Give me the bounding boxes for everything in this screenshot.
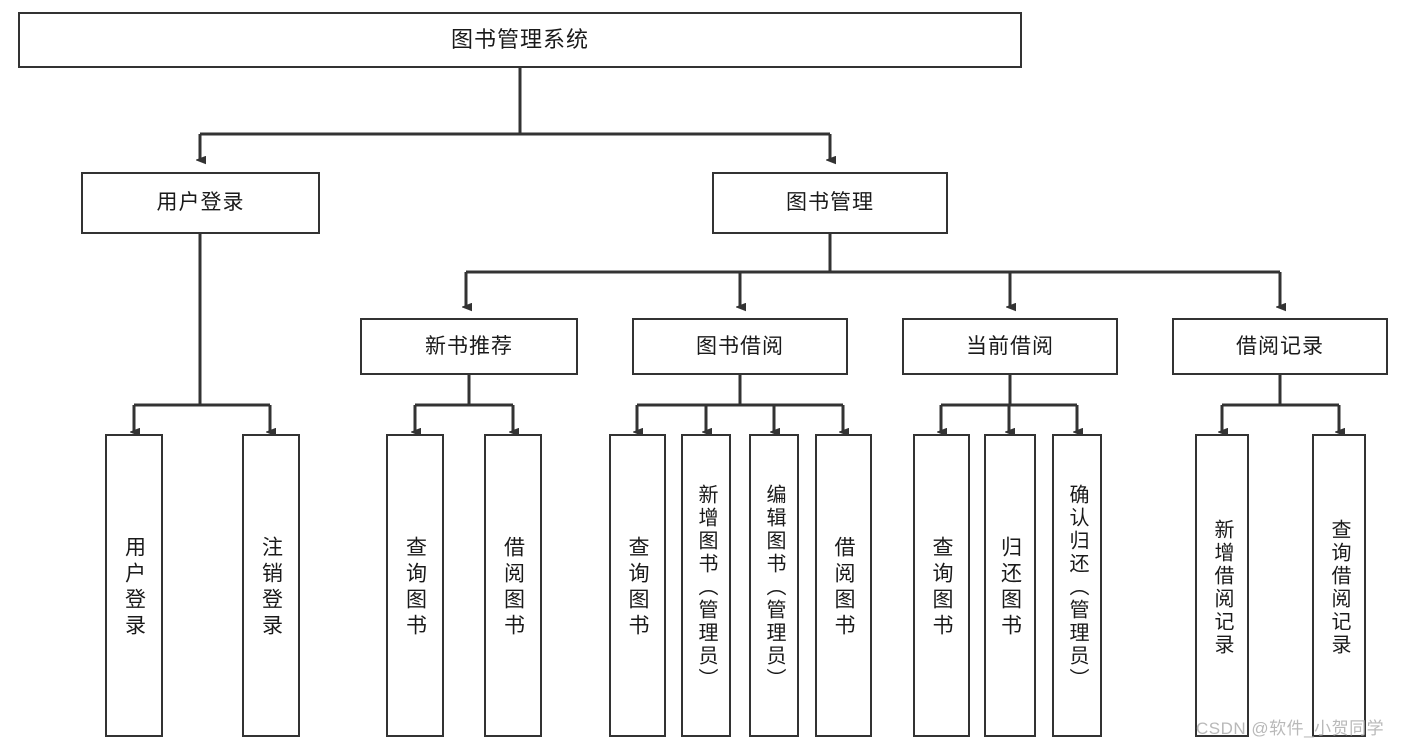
leaf-edit-book-label: 编辑图书（管理员） xyxy=(763,484,785,691)
node-user-login-label: 用户登录 xyxy=(156,191,245,215)
node-new-book-recommend[interactable]: 新书推荐 xyxy=(360,318,578,375)
node-book-manage[interactable]: 图书管理 xyxy=(712,172,948,234)
leaf-query-record-label: 查询借阅记录 xyxy=(1328,518,1350,657)
leaf-user-login-label: 用户登录 xyxy=(122,535,146,640)
leaf-confirm-return[interactable]: 确认归还（管理员） xyxy=(1052,434,1102,737)
node-borrow-record-label: 借阅记录 xyxy=(1236,334,1324,358)
node-book-manage-label: 图书管理 xyxy=(786,191,874,215)
leaf-borrow-book-2-label: 借阅图书 xyxy=(832,535,855,640)
leaf-query-book-3-label: 查询图书 xyxy=(930,535,953,640)
csdn-watermark: CSDN @软件_小贺同学 xyxy=(1196,719,1385,738)
leaf-query-book-3[interactable]: 查询图书 xyxy=(913,434,970,737)
node-new-book-recommend-label: 新书推荐 xyxy=(425,334,513,358)
node-user-login[interactable]: 用户登录 xyxy=(81,172,320,234)
leaf-edit-book[interactable]: 编辑图书（管理员） xyxy=(749,434,799,737)
leaf-query-book-1-label: 查询图书 xyxy=(403,535,427,640)
leaf-user-login[interactable]: 用户登录 xyxy=(105,434,163,737)
leaf-logout-login-label: 注销登录 xyxy=(259,535,283,640)
node-root-label: 图书管理系统 xyxy=(450,26,589,52)
leaf-confirm-return-label: 确认归还（管理员） xyxy=(1066,484,1088,691)
node-borrow-record[interactable]: 借阅记录 xyxy=(1172,318,1388,375)
leaf-query-record[interactable]: 查询借阅记录 xyxy=(1312,434,1366,737)
leaf-add-record[interactable]: 新增借阅记录 xyxy=(1195,434,1249,737)
node-current-borrow[interactable]: 当前借阅 xyxy=(902,318,1118,375)
leaf-query-book-1[interactable]: 查询图书 xyxy=(386,434,444,737)
leaf-borrow-book-1[interactable]: 借阅图书 xyxy=(484,434,542,737)
leaf-add-book[interactable]: 新增图书（管理员） xyxy=(681,434,731,737)
node-book-borrow[interactable]: 图书借阅 xyxy=(632,318,848,375)
leaf-query-book-2[interactable]: 查询图书 xyxy=(609,434,666,737)
leaf-borrow-book-2[interactable]: 借阅图书 xyxy=(815,434,872,737)
leaf-logout-login[interactable]: 注销登录 xyxy=(242,434,300,737)
leaf-add-book-label: 新增图书（管理员） xyxy=(695,484,717,691)
node-current-borrow-label: 当前借阅 xyxy=(966,334,1054,358)
leaf-return-book[interactable]: 归还图书 xyxy=(984,434,1036,737)
leaf-return-book-label: 归还图书 xyxy=(998,535,1022,640)
leaf-add-record-label: 新增借阅记录 xyxy=(1211,518,1233,657)
node-root[interactable]: 图书管理系统 xyxy=(18,12,1022,68)
leaf-borrow-book-1-label: 借阅图书 xyxy=(501,535,525,640)
leaf-query-book-2-label: 查询图书 xyxy=(626,535,649,640)
node-book-borrow-label: 图书借阅 xyxy=(696,334,784,358)
